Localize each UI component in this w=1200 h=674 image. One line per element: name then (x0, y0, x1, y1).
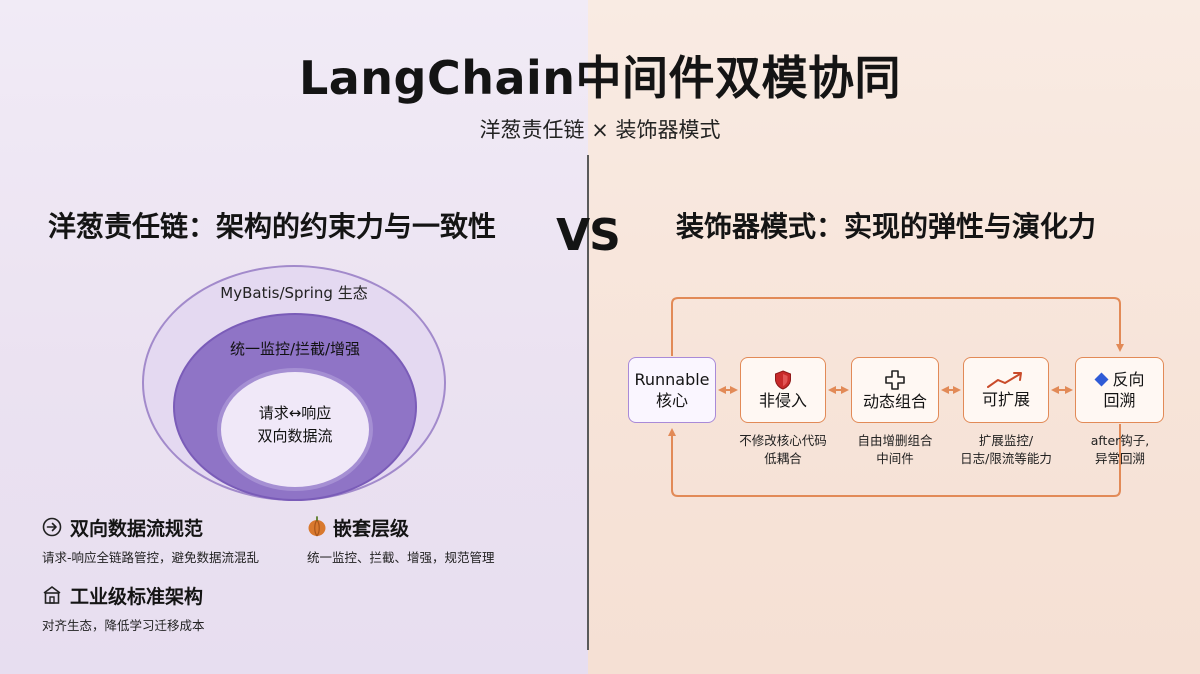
onion-icon (308, 516, 326, 537)
feature-title-dataflow: 双向数据流规范 (70, 518, 204, 540)
node-reverse-line2: 回溯 (1103, 391, 1136, 410)
feature-desc-nesting: 统一监控、拦截、增强，规范管理 (307, 550, 495, 565)
node-extensible: 可扩展 (963, 357, 1049, 423)
center-divider (587, 155, 589, 650)
caption-dynamic-line1: 自由增删组合 (857, 433, 933, 448)
caption-non-invasive: 不修改核心代码 低耦合 (723, 432, 843, 468)
onion-ring-inner (217, 368, 373, 491)
feature-title-architecture: 工业级标准架构 (70, 586, 204, 608)
node-reverse-line1: 反向 (1112, 370, 1145, 389)
ring-label-inner-line1: 请求↔响应 (258, 404, 332, 422)
diamond-icon (1094, 372, 1109, 387)
node-extend-label: 可扩展 (981, 389, 1030, 409)
node-reverse-trace: 反向 回溯 (1075, 357, 1164, 423)
feature-title-nesting: 嵌套层级 (333, 518, 410, 540)
caption-reverse-line2: 异常回溯 (1094, 451, 1145, 466)
feature-desc-architecture: 对齐生态，降低学习迁移成本 (42, 618, 205, 633)
node-reverse-line1-row: 反向 (1094, 369, 1145, 390)
page-subtitle: 洋葱责任链 × 装饰器模式 (479, 118, 721, 142)
feature-desc-dataflow: 请求-响应全链路管控，避免数据流混乱 (42, 550, 260, 565)
flow-connectors (668, 297, 1124, 497)
caption-non-invasive-line1: 不修改核心代码 (739, 433, 827, 448)
caption-dynamic: 自由增删组合 中间件 (835, 432, 955, 468)
top-loop-arrow (671, 297, 1124, 356)
arrow-circle-icon (42, 517, 62, 537)
node-core-line1: Runnable (634, 370, 710, 389)
building-icon (43, 586, 61, 604)
ring-label-middle: 统一监控/拦截/增强 (229, 340, 361, 358)
bottom-loop-arrow (668, 424, 1121, 497)
ring-label-inner: 请求↔响应 双向数据流 (217, 402, 373, 448)
caption-extend-line2: 日志/限流等能力 (960, 451, 1052, 466)
node-dynamic-label: 动态组合 (862, 391, 927, 411)
vs-label: VS (556, 210, 621, 261)
right-section-title: 装饰器模式：实现的弹性与演化力 (676, 210, 1097, 243)
node-non-invasive-label: 非侵入 (758, 390, 807, 410)
ring-label-outer: MyBatis/Spring 生态 (220, 284, 368, 302)
page-title: LangChain中间件双模协同 (298, 51, 902, 105)
caption-dynamic-line2: 中间件 (876, 451, 914, 466)
shield-icon (775, 369, 791, 390)
ring-label-inner-line2: 双向数据流 (257, 427, 333, 445)
caption-extend: 扩展监控/ 日志/限流等能力 (946, 432, 1066, 468)
plus-icon (885, 369, 905, 390)
caption-extend-line1: 扩展监控/ (978, 433, 1034, 448)
node-core-line2: 核心 (655, 391, 688, 410)
left-section-title: 洋葱责任链：架构的约束力与一致性 (48, 210, 497, 243)
node-dynamic-combination: 动态组合 (851, 357, 939, 423)
caption-reverse: after钩子, 异常回溯 (1060, 432, 1180, 468)
right-panel-background (588, 0, 1200, 674)
caption-reverse-line1: after钩子, (1090, 433, 1150, 448)
node-non-invasive: 非侵入 (740, 357, 826, 423)
trend-up-icon (987, 371, 1022, 388)
caption-non-invasive-line2: 低耦合 (764, 451, 802, 466)
node-runnable-core: Runnable 核心 (628, 357, 716, 423)
